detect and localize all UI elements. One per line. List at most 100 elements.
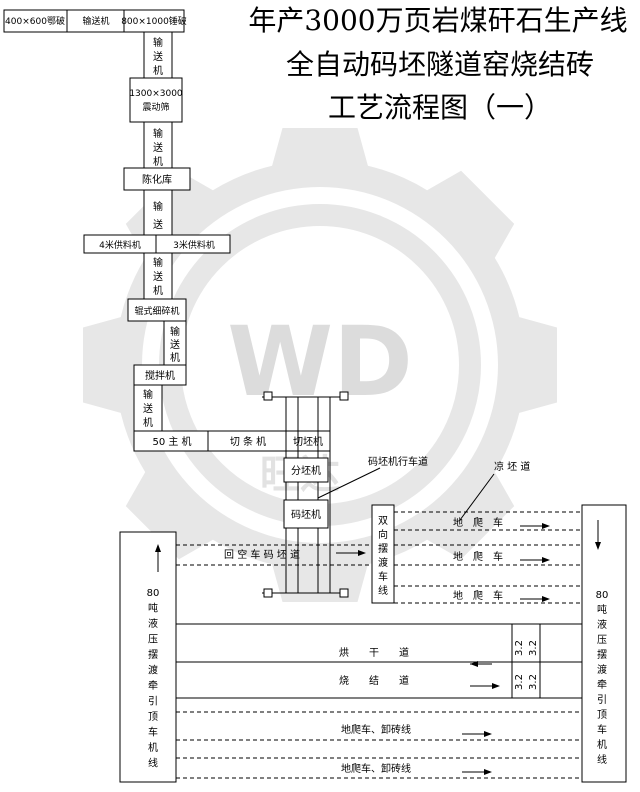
vertical-label-char: 机 [148, 741, 158, 754]
svg-text:搅拌机: 搅拌机 [145, 369, 175, 382]
svg-text:送: 送 [143, 402, 153, 415]
svg-text:机: 机 [153, 64, 163, 77]
svg-text:1300×3000: 1300×3000 [129, 89, 183, 99]
flow-arrowhead [484, 769, 492, 775]
flow-arrowhead [542, 557, 550, 563]
cooling-track-label: 凉 坯 道 [494, 460, 530, 473]
vertical-label-char: 引 [148, 696, 158, 708]
left-tractor-line [119, 531, 177, 783]
vertical-label-char: 渡 [378, 556, 388, 569]
vertical-label-char: 液 [148, 617, 158, 630]
ground-car-3: 地 爬 车 [453, 589, 503, 602]
splitter [283, 457, 329, 483]
title-line-1: 年产3000万页岩煤矸石生产线 [248, 4, 627, 37]
conveyor-1 [143, 31, 173, 79]
drying-track-label: 烘 干 道 [339, 646, 409, 659]
title-line-3: 工艺流程图（一） [328, 91, 552, 124]
vertical-label-char: 车 [378, 570, 388, 583]
vertical-label-char: 摆 [378, 542, 388, 555]
flow-arrowhead [358, 550, 366, 556]
vertical-label-char: 线 [148, 757, 158, 770]
track-wheel [339, 588, 349, 598]
vertical-label-char: 顶 [148, 711, 158, 723]
vertical-label-char: 车 [597, 723, 607, 736]
svg-text:输: 输 [153, 256, 163, 269]
vertical-label-char: 车 [148, 726, 158, 739]
conveyor-4 [143, 252, 173, 300]
vertical-label-char: 线 [597, 753, 607, 766]
ground-car-2: 地 爬 车 [453, 550, 503, 563]
roller-crusher [127, 298, 187, 322]
svg-text:震动筛: 震动筛 [142, 101, 169, 113]
svg-text:分坯机: 分坯机 [291, 464, 321, 477]
svg-text:输: 输 [153, 200, 163, 213]
right-tractor-line [581, 504, 627, 783]
dimension-label: 3.2 [528, 674, 539, 690]
blank-cutter: 切坯机 [293, 435, 323, 448]
dimension-label: 3.2 [514, 640, 525, 656]
vertical-label-char: 牵 [148, 680, 158, 692]
svg-text:送: 送 [170, 338, 180, 351]
hammer-crusher: 800×1000锤破 [121, 15, 187, 27]
dimension-label: 3.2 [514, 674, 525, 690]
firing-track-label: 烧 结 道 [339, 674, 409, 687]
flow-arrowhead [542, 596, 550, 602]
svg-text:辊式细碎机: 辊式细碎机 [134, 305, 179, 317]
svg-text:码坯机: 码坯机 [291, 508, 321, 521]
crusher-row [3, 9, 185, 33]
svg-text:输: 输 [170, 325, 180, 338]
watermark-text: WD [227, 306, 413, 418]
gear-inner-hole [142, 187, 498, 543]
svg-text:送: 送 [153, 218, 163, 231]
vertical-label-char: 吨 [148, 602, 158, 615]
track-wheel [263, 588, 273, 598]
svg-text:机: 机 [170, 351, 180, 364]
jaw-crusher: 400×600鄂破 [5, 15, 65, 27]
vertical-label-char: 牵 [597, 679, 607, 691]
vertical-label-char: 引 [597, 694, 607, 706]
vertical-label-char: 压 [597, 634, 607, 646]
track-wheel [263, 391, 273, 401]
vertical-label-char: 液 [597, 618, 607, 631]
flow-arrowhead [542, 523, 550, 529]
title-line-2: 全自动码坯隧道窑烧结砖 [286, 48, 594, 81]
return-track-label: 回 空 车 码 坯 道 [224, 548, 300, 561]
feeder-right: 3米供料机 [173, 239, 215, 251]
svg-text:送: 送 [153, 270, 163, 283]
svg-text:输: 输 [153, 127, 163, 140]
feeder-left: 4米供料机 [99, 239, 141, 251]
svg-text:送: 送 [153, 50, 163, 63]
vertical-label-char: 顶 [597, 709, 607, 721]
stacker [283, 499, 329, 529]
vertical-label-char: 压 [148, 634, 158, 646]
unload-line-2: 地爬车、卸砖线 [341, 762, 411, 775]
svg-text:机: 机 [153, 155, 163, 168]
vertical-label-char: 摆 [597, 648, 607, 661]
flow-arrows [336, 523, 550, 775]
flow-arrowhead [470, 661, 478, 667]
strip-cutter: 切 条 机 [230, 435, 266, 448]
svg-text:机: 机 [153, 284, 163, 297]
transfer-car-line [371, 504, 395, 604]
vertical-label-char: 线 [378, 584, 388, 597]
track-wheel [339, 391, 349, 401]
svg-text:输: 输 [153, 36, 163, 49]
stacker-track-label: 码坯机行车道 [368, 455, 428, 468]
flow-arrowhead [492, 683, 500, 689]
vibrating-screen [129, 77, 183, 123]
vertical-label-char: 吨 [597, 603, 607, 616]
vertical-label-char: 双 [378, 515, 388, 527]
flow-arrowhead [484, 731, 492, 737]
vertical-label-char: 80 [596, 590, 609, 601]
svg-text:陈化库: 陈化库 [142, 173, 172, 186]
vertical-label-char: 摆 [148, 648, 158, 661]
ground-car-1: 地 爬 车 [453, 516, 503, 529]
conveyor-6 [133, 384, 163, 432]
vertical-label-char: 机 [597, 738, 607, 751]
conveyor-top: 输送机 [82, 15, 109, 27]
vertical-label-char: 向 [378, 528, 388, 541]
extruder: 50 主 机 [152, 435, 191, 448]
svg-text:机: 机 [143, 416, 153, 429]
vertical-label-char: 渡 [597, 663, 607, 676]
